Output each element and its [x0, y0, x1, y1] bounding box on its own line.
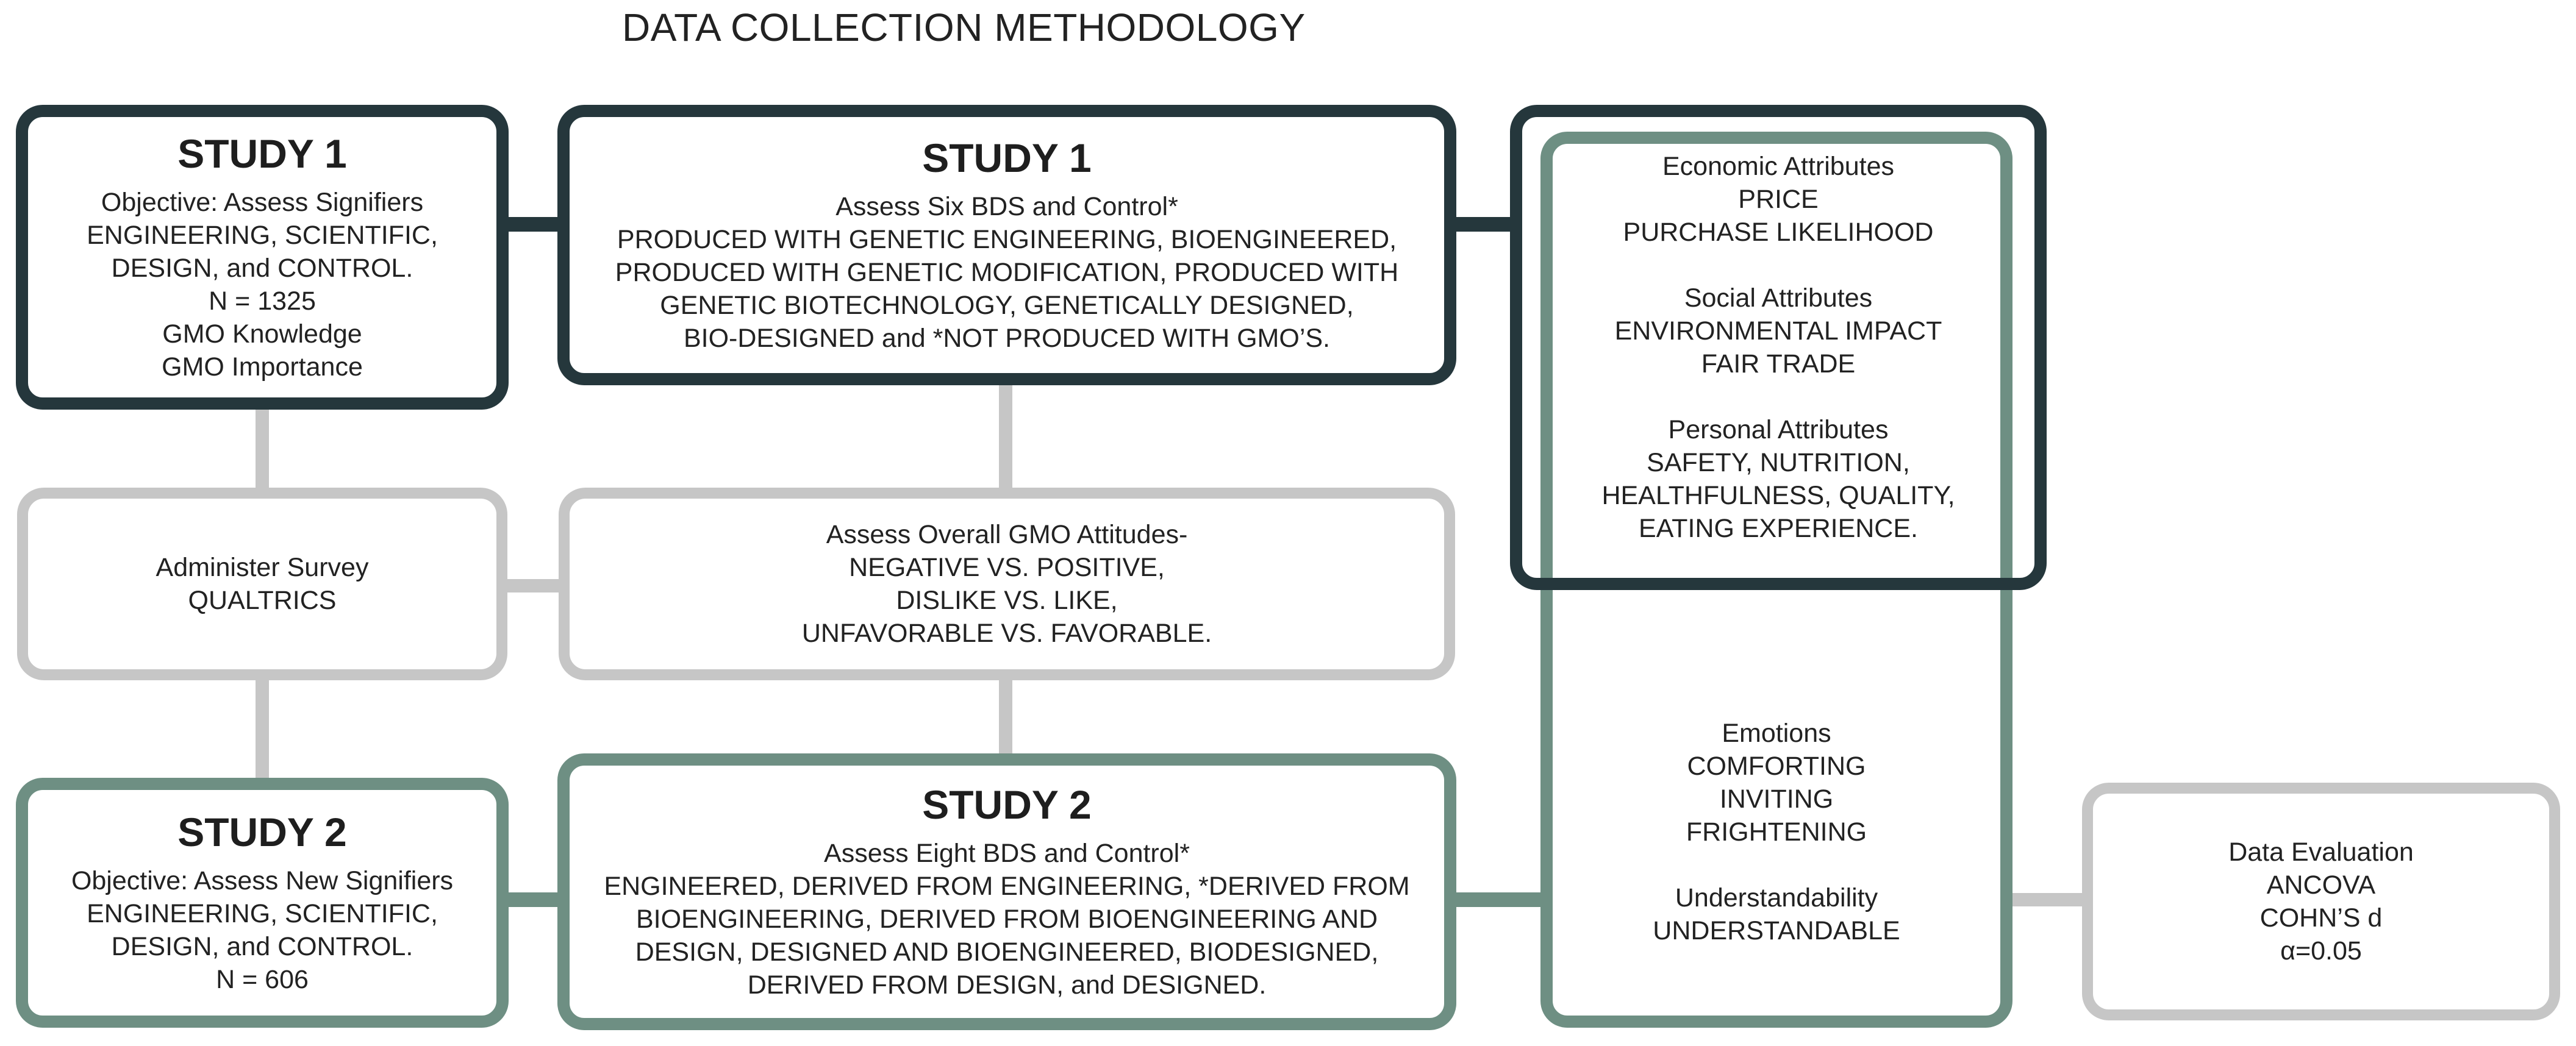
box-line: UNDERSTANDABLE	[1653, 916, 1900, 945]
study2-heading: STUDY 2	[177, 809, 347, 855]
box-line: ANCOVA	[2266, 870, 2376, 900]
box-line: Data Evaluation	[2228, 838, 2414, 867]
box-line: Objective: Assess Signifiers	[101, 187, 424, 217]
study2-bds-box: STUDY 2 Assess Eight BDS and Control* EN…	[557, 753, 1456, 1030]
box-line: Personal Attributes	[1668, 415, 1889, 444]
connector-study1-survey	[256, 405, 269, 493]
diagram-title: DATA COLLECTION METHODOLOGY	[622, 5, 1306, 49]
box-line: BIO-DESIGNED and *NOT PRODUCED WITH GMO’…	[683, 323, 1330, 353]
box-line: ENGINEERING, SCIENTIFIC,	[87, 898, 438, 928]
box-line: Administer Survey	[156, 553, 369, 582]
administer-survey-box: Administer Survey QUALTRICS	[17, 488, 507, 680]
box-line: INVITING	[1719, 784, 1834, 814]
box-line: ENGINEERING, SCIENTIFIC,	[87, 220, 438, 250]
study1-heading: STUDY 1	[922, 135, 1092, 181]
box-line: ENVIRONMENTAL IMPACT	[1614, 316, 1942, 346]
study1-bds-box: STUDY 1 Assess Six BDS and Control* PROD…	[557, 105, 1456, 385]
box-line: Social Attributes	[1684, 283, 1873, 313]
box-line: Economic Attributes	[1662, 152, 1894, 181]
box-line: GMO Knowledge	[162, 319, 362, 349]
box-line: Assess Overall GMO Attitudes-	[826, 520, 1188, 549]
box-line: COHN’S d	[2259, 903, 2383, 933]
box-line: UNFAVORABLE VS. FAVORABLE.	[801, 619, 1212, 648]
box-line: SAFETY, NUTRITION,	[1647, 448, 1910, 477]
box-line: HEALTHFULNESS, QUALITY,	[1601, 481, 1955, 510]
study2-heading: STUDY 2	[922, 782, 1092, 828]
box-line: ENGINEERED, DERIVED FROM ENGINEERING, *D…	[604, 871, 1410, 901]
connector-study1-left-mid	[503, 217, 564, 232]
box-line: N = 1325	[209, 286, 316, 316]
connector-survey-attitudes	[503, 579, 564, 592]
study2-objective-box: STUDY 2 Objective: Assess New Signifiers…	[16, 778, 509, 1028]
connector-survey-study2	[256, 675, 269, 781]
box-line: N = 606	[216, 964, 309, 994]
box-line: PURCHASE LIKELIHOOD	[1623, 218, 1934, 247]
box-line: Emotions	[1722, 719, 1831, 748]
box-line: Assess Eight BDS and Control*	[824, 838, 1190, 868]
connector-emotions-evaluation	[2012, 893, 2088, 906]
box-line: FRIGHTENING	[1686, 817, 1867, 847]
box-line: COMFORTING	[1687, 752, 1866, 781]
connector-attitudes-study2	[999, 675, 1012, 758]
box-line: DISLIKE VS. LIKE,	[896, 586, 1118, 615]
connector-study2-mid-emotions	[1449, 892, 1547, 907]
box-line: QUALTRICS	[188, 586, 337, 615]
data-evaluation-box: Data Evaluation ANCOVA COHN’S d α=0.05	[2082, 783, 2560, 1020]
box-line: PRODUCED WITH GENETIC ENGINEERING, BIOEN…	[617, 224, 1397, 254]
connector-study1-attitudes	[999, 380, 1012, 493]
attributes-box: Economic Attributes PRICE PURCHASE LIKEL…	[1510, 105, 2047, 590]
box-line: GENETIC BIOTECHNOLOGY, GENETICALLY DESIG…	[660, 290, 1354, 320]
box-line: DERIVED FROM DESIGN, and DESIGNED.	[747, 970, 1267, 1000]
box-line: GMO Importance	[162, 352, 363, 382]
box-line: Assess Six BDS and Control*	[835, 191, 1178, 221]
gmo-attitudes-box: Assess Overall GMO Attitudes- NEGATIVE V…	[559, 488, 1455, 680]
box-line: DESIGN, and CONTROL.	[111, 931, 413, 961]
box-line: DESIGN, DESIGNED AND BIOENGINEERED, BIOD…	[635, 937, 1379, 967]
box-line: NEGATIVE VS. POSITIVE,	[849, 553, 1165, 582]
box-line: DESIGN, and CONTROL.	[111, 253, 413, 283]
box-line: FAIR TRADE	[1701, 349, 1856, 379]
study1-heading: STUDY 1	[177, 131, 347, 177]
box-line: Objective: Assess New Signifiers	[71, 866, 454, 895]
box-line: BIOENGINEERING, DERIVED FROM BIOENGINEER…	[635, 904, 1378, 934]
box-line: PRICE	[1738, 185, 1819, 214]
box-line: Understandability	[1675, 883, 1878, 913]
box-line: α=0.05	[2280, 936, 2362, 966]
box-line: EATING EXPERIENCE.	[1639, 514, 1918, 543]
study1-objective-box: STUDY 1 Objective: Assess Signifiers ENG…	[16, 105, 509, 410]
box-line: PRODUCED WITH GENETIC MODIFICATION, PROD…	[615, 257, 1399, 287]
connector-study2-left-mid	[503, 892, 564, 907]
